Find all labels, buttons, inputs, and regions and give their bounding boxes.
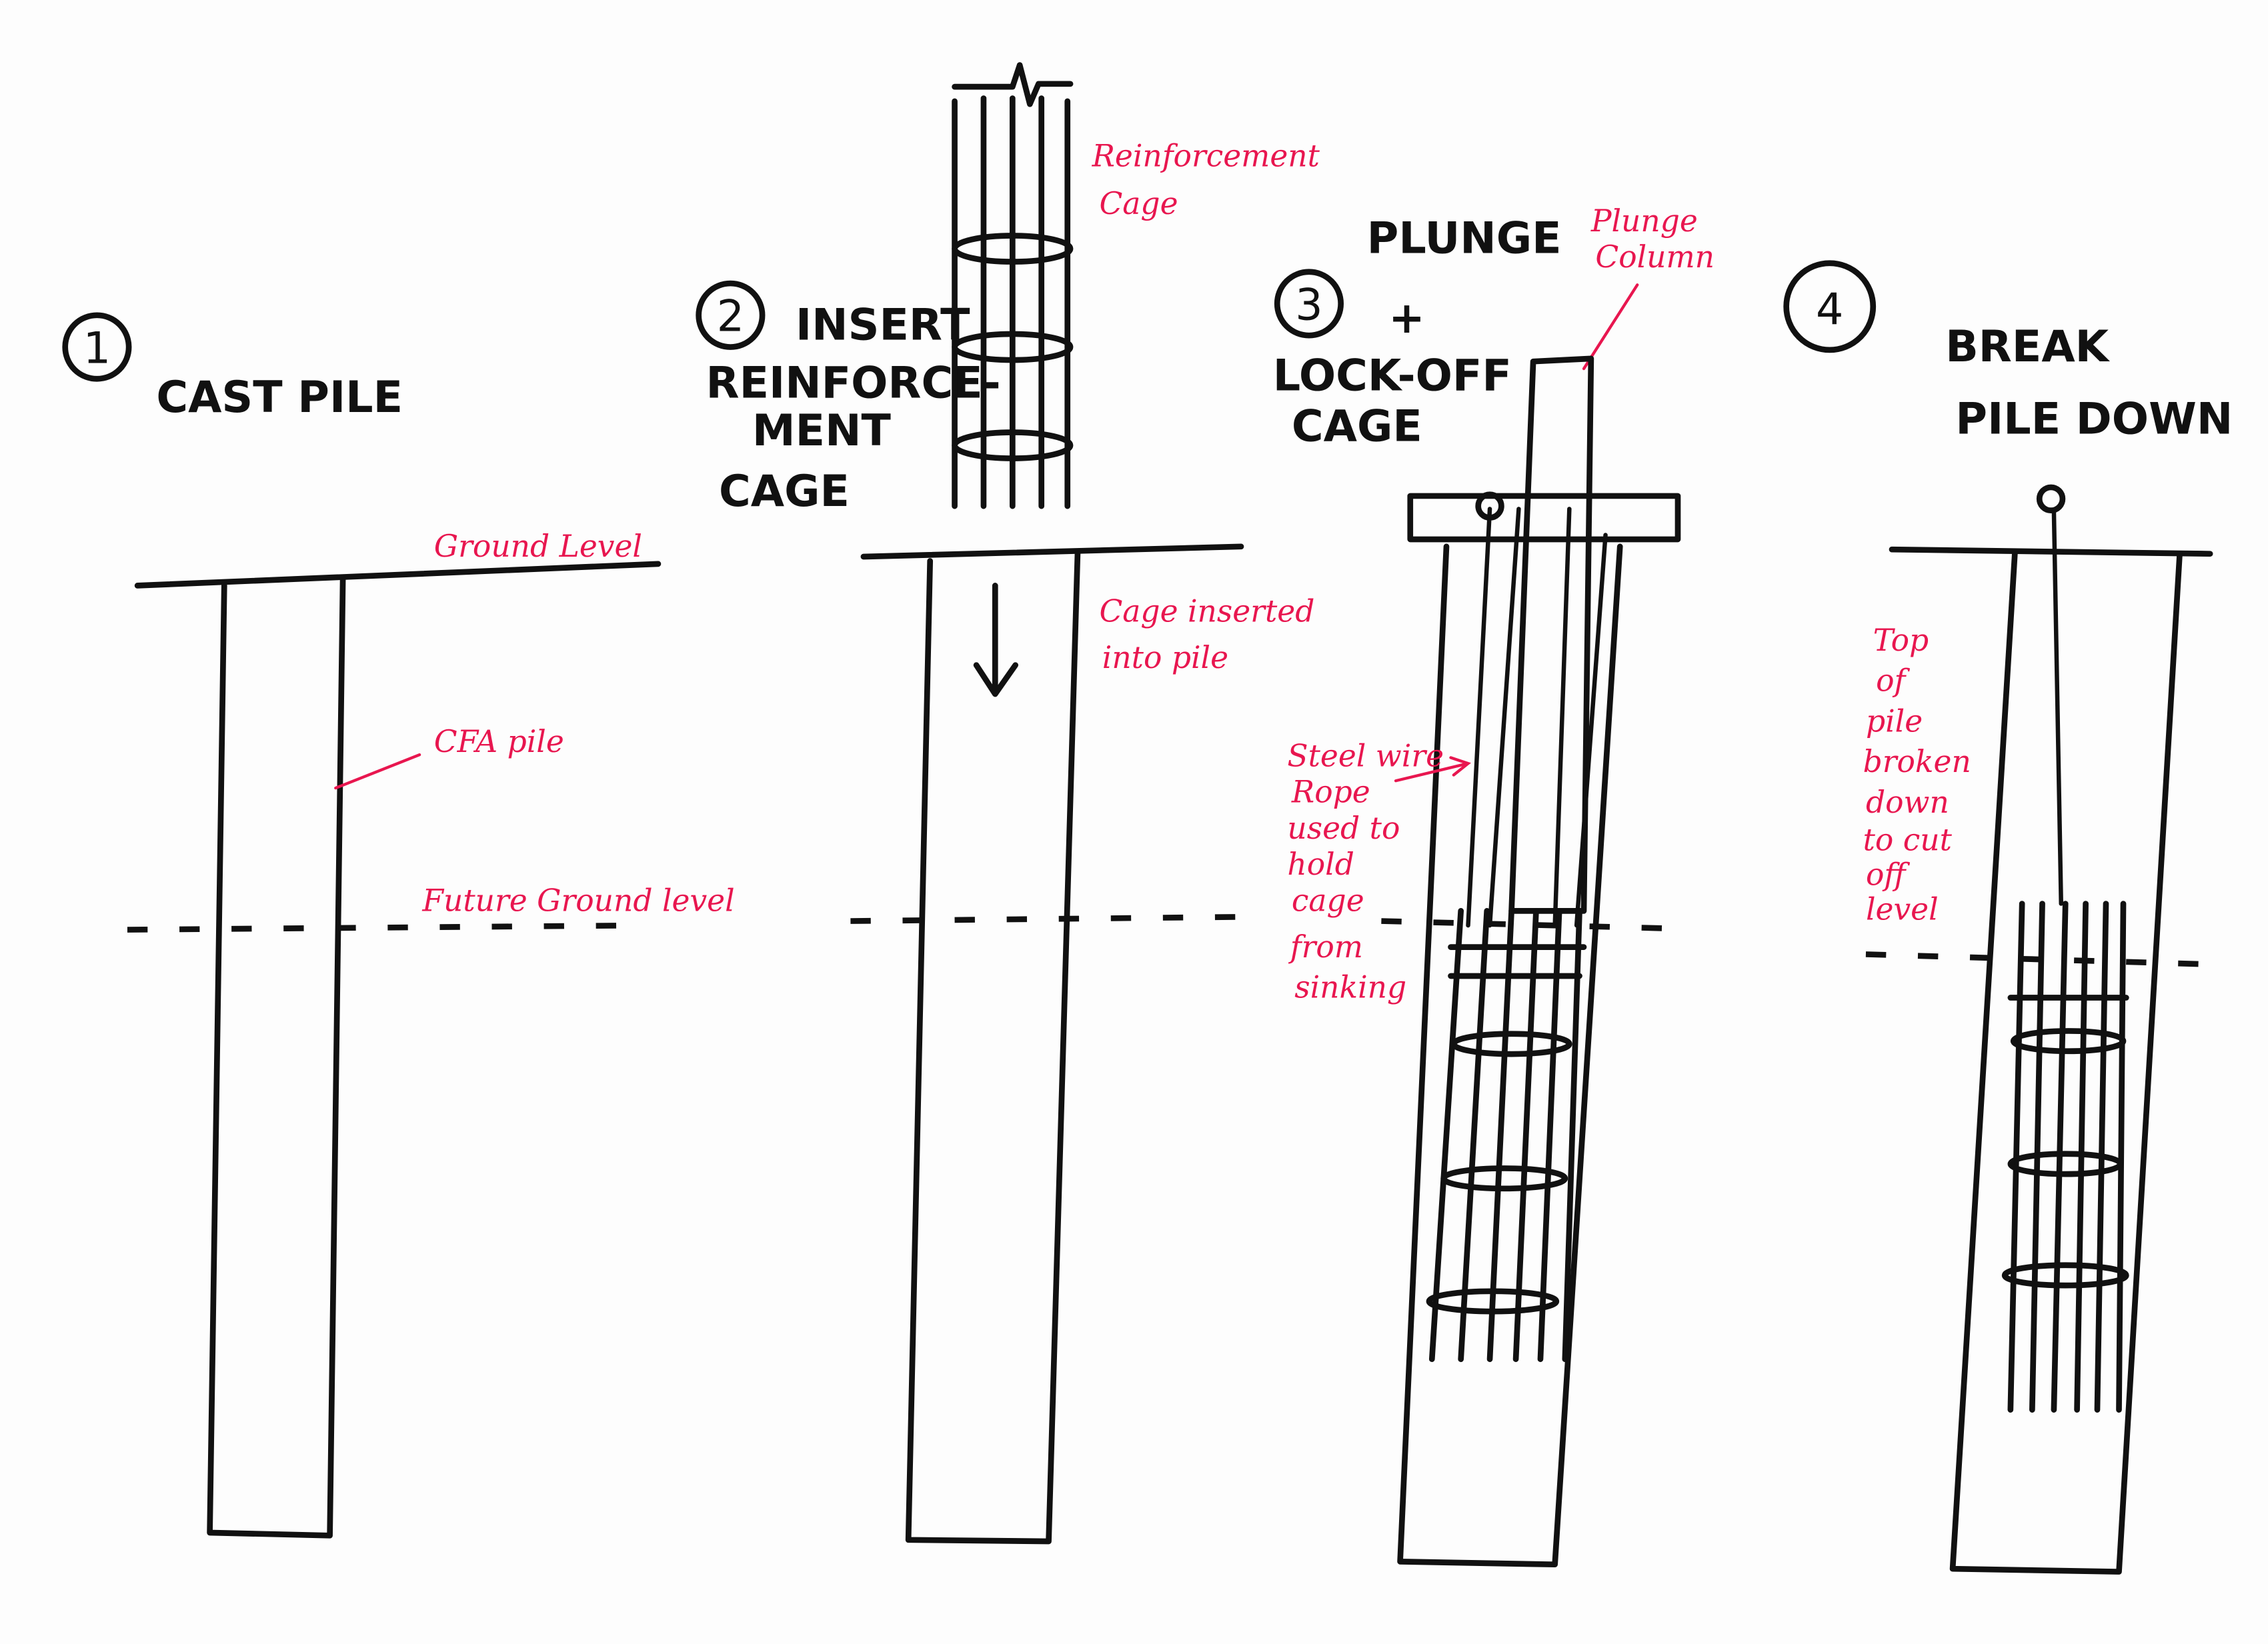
label-top-of-pile: off (1866, 857, 1910, 892)
steel-wire-rope (2051, 508, 2063, 906)
step-title-line: REINFORCE- (706, 358, 1001, 408)
label-future-ground-level: Future Ground level (421, 883, 734, 918)
label-top-of-pile: pile (1866, 703, 1923, 739)
step-number: 1 (83, 323, 111, 373)
label-plunge-column: Plunge (1590, 203, 1698, 239)
future-ground-line (1381, 918, 1664, 931)
step-number: 4 (1816, 285, 1843, 335)
step-2: 2 INSERT REINFORCE- MENT CAGE Reinforcem… (696, 62, 1320, 1545)
step-1: 1 CAST PILE Ground Level CFA pile Future… (62, 312, 735, 1539)
label-cage-inserted: into pile (1102, 640, 1228, 675)
steel-wire-rope (1466, 507, 1608, 928)
step-title-line: BREAK (1945, 322, 2110, 372)
step-number-circle (696, 280, 766, 350)
step-title-line: + (1388, 293, 1425, 343)
label-top-of-pile: level (1866, 891, 1939, 927)
label-steel-wire: used to (1287, 811, 1400, 846)
label-top-of-pile: Top (1873, 623, 1929, 658)
label-plunge-column: Column (1595, 239, 1715, 275)
label-top-of-pile: to cut (1863, 822, 1953, 857)
step-number-circle (1783, 260, 1877, 353)
reinforcement-cage (1426, 908, 1587, 1363)
future-ground-line (1865, 951, 2213, 967)
lifting-eye-icon (1475, 491, 1504, 521)
reinforcement-cage (2001, 901, 2129, 1413)
ground-line (134, 561, 662, 589)
step-title-line: CAGE (1292, 402, 1422, 452)
step-title-line: PILE DOWN (1955, 395, 2233, 445)
plunge-column (1508, 355, 1594, 914)
reinforcement-cage (952, 62, 1074, 509)
step-title-line: PLUNGE (1367, 214, 1562, 264)
label-cage-inserted: Cage inserted (1099, 594, 1314, 629)
cfa-pile (1949, 551, 2183, 1575)
ground-line (860, 543, 1244, 560)
step-number: 2 (717, 292, 744, 342)
step-number: 3 (1295, 280, 1322, 330)
leader-line (334, 753, 421, 790)
label-steel-wire: Rope (1291, 775, 1370, 810)
arrow-icon (1394, 756, 1471, 783)
future-ground-line (850, 913, 1259, 924)
down-arrow-icon (973, 583, 1018, 697)
label-cfa-pile: CFA pile (434, 724, 564, 759)
label-steel-wire: hold (1287, 847, 1354, 882)
step-number-circle (62, 312, 132, 382)
lifting-eye-icon (2036, 484, 2066, 513)
label-steel-wire: cage (1292, 883, 1364, 918)
ground-line (1889, 546, 2213, 557)
label-top-of-pile: of (1876, 663, 1910, 699)
label-ground-level: Ground Level (434, 529, 642, 564)
step-3: PLUNGE 3 + LOCK-OFF CAGE Plunge Column S… (1273, 203, 1715, 1568)
leader-line (1582, 283, 1639, 371)
label-reinforcement-cage: Reinforcement (1092, 138, 1320, 173)
lock-off-beam (1407, 493, 1681, 543)
step-number-circle (1274, 269, 1344, 339)
future-ground-line (127, 922, 644, 933)
step-title-line: INSERT (796, 301, 970, 351)
label-top-of-pile: broken (1863, 744, 1971, 779)
cfa-pile (207, 575, 346, 1539)
step-title: CAST PILE (156, 373, 403, 423)
label-steel-wire: Steel wire (1287, 738, 1444, 773)
step-title-line: MENT (752, 406, 892, 456)
label-reinforcement-cage: Cage (1099, 186, 1178, 221)
cfa-pile (905, 551, 1081, 1545)
label-top-of-pile: down (1866, 785, 1949, 820)
step-title-line: CAGE (719, 467, 850, 517)
step-4: 4 BREAK PILE DOWN Top of pile broken dow… (1783, 260, 2233, 1575)
step-title-line: LOCK-OFF (1273, 351, 1512, 401)
label-steel-wire: sinking (1294, 970, 1406, 1005)
cfa-pile (1397, 543, 1623, 1568)
label-steel-wire: from (1288, 929, 1363, 965)
